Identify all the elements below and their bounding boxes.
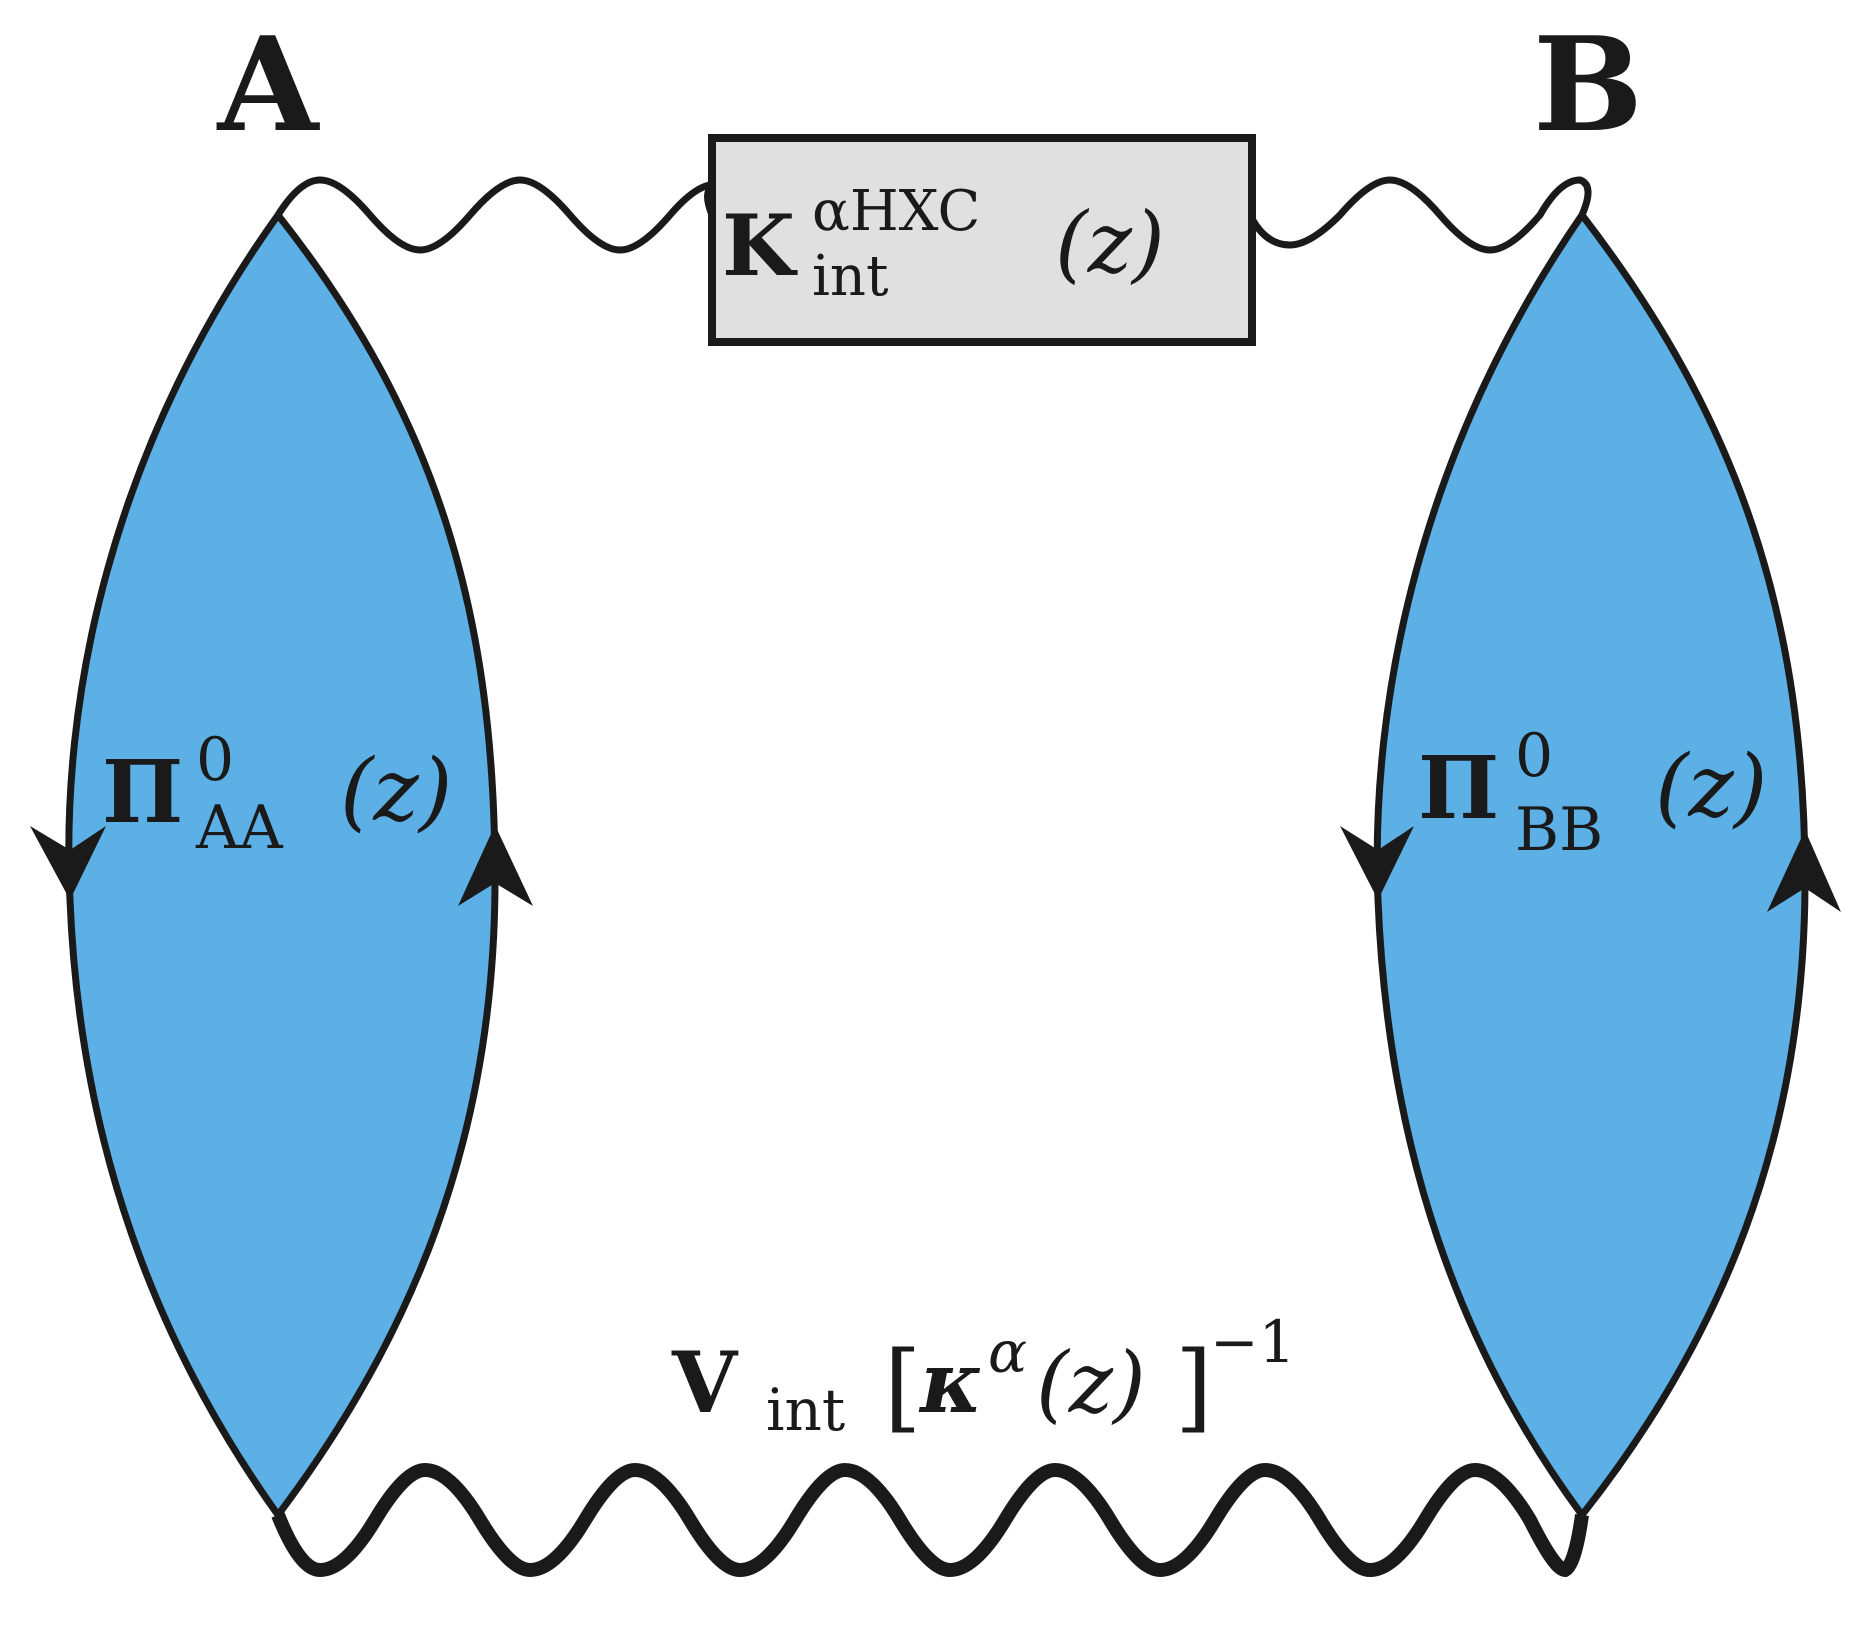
pi-bb-subscript: BB [1515,795,1603,865]
vertex-label-a: A [216,8,321,161]
kernel-symbol: K [722,196,798,295]
pi-aa-subscript: AA [195,793,283,863]
kernel-label: K αHXC int (z) [722,179,1165,309]
pi-aa-symbol: Π [102,742,183,843]
arrow-up-left-inner-icon [458,825,533,906]
arrow-down-left-icon [30,826,106,900]
v-subscript: int [766,1376,845,1444]
v-symbol: V [671,1333,739,1432]
vertex-label-b: B [1533,8,1643,161]
kernel-superscript: αHXC [812,179,980,244]
interaction-label: V int [ κ α (z) ] −1 [671,1308,1296,1444]
kappa-symbol: κ [918,1333,983,1432]
interaction-argument: (z) [1036,1334,1146,1432]
arrow-up-right-inner-icon [1767,830,1841,912]
pi-aa-argument: (z) [340,741,452,841]
bubble-right-fill [1377,215,1805,1515]
kernel-subscript: int [812,244,889,309]
wavy-line-bottom [271,1462,1589,1578]
bubble-right [1340,212,1841,1518]
arrow-down-right-icon [1340,826,1414,900]
bubble-left-fill [68,215,495,1515]
kernel-box [708,134,1256,346]
pi-bb-symbol: Π [1418,738,1499,839]
wavy-line-top-right [1246,176,1592,254]
pi-bb-superscript: 0 [1515,721,1553,791]
kernel-argument: (z) [1055,194,1165,292]
wavy-line-top-left [275,176,721,254]
kernel-line [275,134,1592,346]
exponent: −1 [1210,1308,1296,1376]
pi-bb-argument: (z) [1655,737,1767,837]
kappa-superscript: α [988,1318,1027,1386]
close-bracket: ] [1175,1331,1212,1443]
pi-aa-superscript: 0 [196,725,234,795]
open-bracket: [ [884,1331,921,1443]
bubble-left [30,212,533,1518]
bubble-left-label: Π 0 AA (z) [102,725,452,863]
bubble-right-label: Π 0 BB (z) [1418,721,1767,865]
